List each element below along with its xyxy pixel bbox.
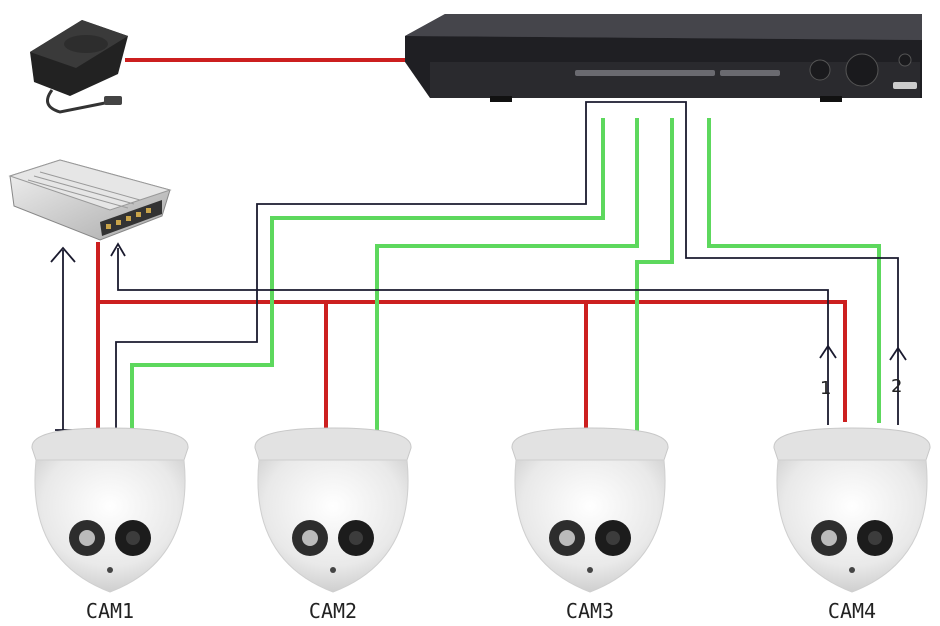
power-adapter-icon [30, 20, 128, 114]
cam4-return-wire [117, 248, 829, 425]
camera-1: CAM1 [31, 427, 189, 623]
marker-two-label: 2 [891, 376, 902, 397]
arrow-up-icon [50, 246, 76, 263]
camera-3: CAM3 [511, 427, 669, 623]
arrow-up-icon [889, 346, 907, 361]
arrow-heads [50, 242, 907, 361]
camera-2-label: CAM2 [309, 599, 357, 623]
cam3-video-wire [635, 118, 674, 433]
power-wires [96, 58, 847, 432]
cam1-signal-wire [115, 101, 899, 430]
camera-1-label: CAM1 [86, 599, 134, 623]
arrow-up-icon [110, 242, 126, 257]
dome-camera-icon [511, 427, 669, 593]
camera-3-label: CAM3 [566, 599, 614, 623]
cam2-video-wire [375, 118, 639, 432]
signal-wires [55, 101, 899, 431]
power-bus [98, 300, 847, 422]
cam1-video-wire [130, 118, 605, 428]
dome-camera-icon [773, 427, 931, 593]
video-wires [130, 118, 881, 433]
dome-camera-icon [31, 427, 189, 593]
camera-4-label: CAM4 [828, 599, 876, 623]
cam4-video-wire [707, 118, 881, 423]
power-supply-unit-icon [8, 159, 172, 241]
marker-one-label: 1 [820, 378, 831, 399]
camera-4: CAM4 [773, 427, 931, 623]
camera-2: CAM2 [254, 427, 412, 623]
dome-camera-icon [254, 427, 412, 593]
arrow-up-icon [819, 344, 837, 359]
dvr-recorder-icon [405, 14, 922, 102]
